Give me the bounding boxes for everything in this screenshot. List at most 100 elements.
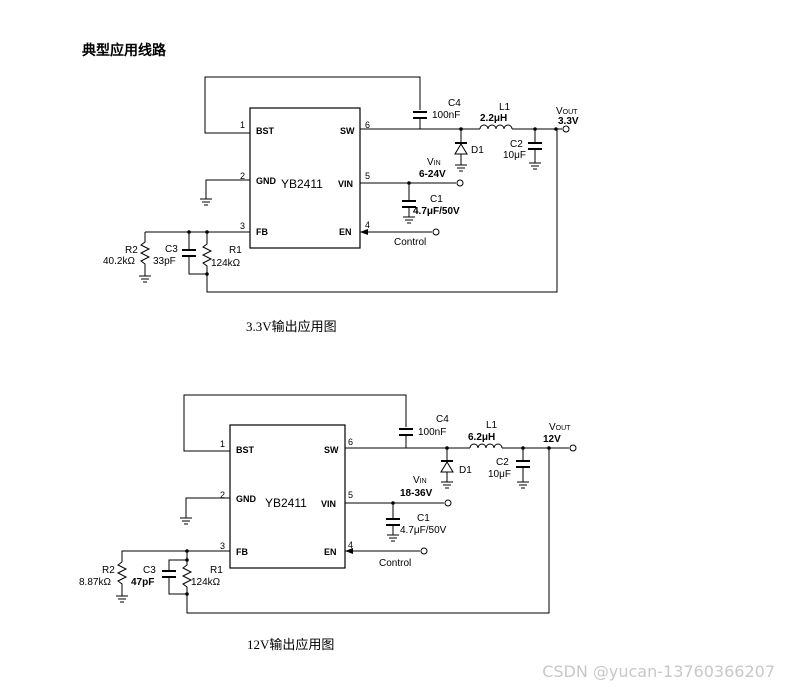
control-label: Control: [394, 237, 426, 248]
c3-ref: C3: [143, 565, 156, 576]
wire-gnd: [205, 179, 250, 199]
vout-value: 3.3V: [558, 116, 579, 127]
chip-body: [229, 424, 346, 569]
wire-c3-bottom: [188, 256, 207, 275]
pin-num-6: 6: [365, 120, 370, 130]
r2-value: 40.2kΩ: [103, 256, 135, 267]
pin-num-3: 3: [220, 541, 225, 551]
pin-num-1: 1: [240, 120, 245, 130]
l1-ref: L1: [499, 102, 511, 113]
wire-bst-loop: [204, 76, 421, 134]
vin-value: 18-36V: [400, 488, 433, 499]
en-arrow: [360, 229, 368, 235]
vin-terminal: [444, 499, 452, 507]
c2-value: 10μF: [488, 469, 511, 480]
r2-value: 8.87kΩ: [79, 577, 111, 588]
pin-name-bst: BST: [236, 445, 255, 455]
wire-gnd: [185, 497, 230, 518]
wire-c3: [168, 551, 188, 571]
pin-num-5: 5: [365, 171, 370, 181]
control-terminal: [432, 228, 440, 236]
l1-ref: L1: [486, 420, 498, 431]
control-terminal: [420, 547, 428, 555]
pin-name-sw: SW: [324, 445, 339, 455]
vin-label: VIN: [427, 157, 441, 168]
en-arrow: [345, 548, 353, 554]
resistor-r1: [181, 448, 550, 614]
chip-name: YB2411: [281, 177, 323, 191]
pin-num-1: 1: [220, 439, 225, 449]
r1-ref: R1: [210, 565, 223, 576]
junction-r1-bottom: [205, 272, 209, 276]
wire-c3-bottom: [168, 577, 187, 595]
c3-ref: C3: [165, 244, 178, 255]
resistor-r1: [201, 129, 558, 293]
pin-num-2: 2: [220, 490, 225, 500]
pin-name-en: EN: [339, 227, 352, 237]
junction-r1-bottom: [185, 592, 189, 596]
pin-num-3: 3: [240, 221, 245, 231]
pin-num-4: 4: [365, 220, 370, 230]
pin-name-vin: VIN: [338, 179, 353, 189]
c2-ref: C2: [496, 457, 509, 468]
d1-ref: D1: [471, 145, 484, 156]
d1-ref: D1: [459, 465, 472, 476]
c1-ref: C1: [417, 513, 430, 524]
l1-value: 6.2μH: [468, 432, 495, 443]
c2-value: 10μF: [503, 150, 526, 161]
vin-terminal: [456, 179, 464, 187]
c3-value: 33pF: [153, 256, 176, 267]
diode-d1: [440, 461, 454, 473]
r1-value: 124kΩ: [191, 577, 221, 588]
vin-label: VIN: [413, 475, 427, 486]
c4-value: 100nF: [418, 427, 446, 438]
c1-value: 4.7μF/50V: [413, 206, 460, 217]
pin-name-bst: BST: [256, 126, 275, 136]
pin-name-fb: FB: [236, 547, 248, 557]
vin-value: 6-24V: [419, 169, 446, 180]
pin-name-gnd: GND: [236, 494, 257, 504]
caption-3v3: 3.3V输出应用图: [246, 319, 337, 334]
c1-value: 4.7μF/50V: [400, 525, 447, 536]
pin-num-5: 5: [348, 490, 353, 500]
wire-fb: [121, 550, 230, 562]
c2-ref: C2: [510, 139, 523, 150]
r2-ref: R2: [102, 565, 115, 576]
vout-label: VOUT: [556, 106, 578, 117]
c1-ref: C1: [430, 194, 443, 205]
pin-num-2: 2: [240, 171, 245, 181]
control-label: Control: [379, 558, 411, 569]
c4-value: 100nF: [432, 110, 460, 121]
chip-body: [249, 107, 361, 249]
vout-terminal: [562, 125, 570, 133]
pin-name-sw: SW: [340, 126, 355, 136]
vout-label: VOUT: [549, 422, 571, 433]
inductor-l1: [479, 124, 513, 130]
pin-name-vin: VIN: [321, 499, 336, 509]
vout-terminal: [569, 444, 577, 452]
resistor-r2: [116, 561, 128, 596]
r1-value: 124kΩ: [211, 258, 241, 269]
watermark: CSDN @yucan-13760366207: [542, 662, 775, 681]
c3-value: 47pF: [131, 577, 154, 588]
r1-ref: R1: [229, 245, 242, 256]
resistor-r2: [139, 232, 151, 276]
pin-name-en: EN: [324, 547, 337, 557]
c4-ref: C4: [436, 414, 449, 425]
pin-name-fb: FB: [256, 227, 268, 237]
chip-name: YB2411: [265, 496, 307, 510]
r2-ref: R2: [125, 245, 138, 256]
diode-d1: [454, 143, 468, 155]
wire-bst-loop: [183, 394, 407, 452]
l1-value: 2.2μH: [480, 113, 507, 124]
pin-name-gnd: GND: [256, 176, 277, 186]
c4-ref: C4: [448, 98, 461, 109]
pin-num-6: 6: [348, 437, 353, 447]
pin-num-4: 4: [348, 540, 353, 550]
page-title: 典型应用线路: [82, 43, 166, 59]
inductor-l1: [469, 443, 503, 449]
vout-value: 12V: [543, 434, 561, 445]
caption-12v: 12V输出应用图: [247, 637, 335, 652]
